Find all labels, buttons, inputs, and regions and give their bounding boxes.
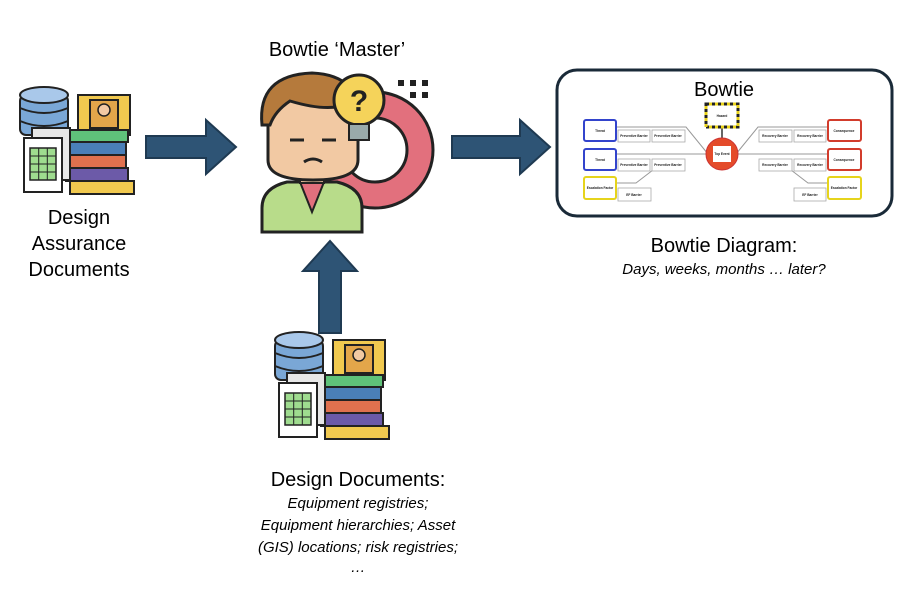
left-label-line-2: Assurance: [32, 233, 127, 255]
mini-preventive-3: Preventive Barrier: [620, 163, 648, 167]
mini-preventive-4: Preventive Barrier: [654, 163, 682, 167]
mini-preventive-2: Preventive Barrier: [654, 134, 682, 138]
bottom-line-1: Equipment registries;: [288, 495, 429, 512]
bottom-line-4: …: [351, 559, 366, 576]
left-label-line-3: Documents: [28, 259, 129, 281]
documents-stack-icon: [19, 86, 135, 195]
mini-top-event: Top Event: [714, 152, 730, 156]
bowtie-subcaption: Days, weeks, months … later?: [622, 261, 826, 278]
mini-consequence-2: Consequence: [834, 158, 855, 162]
bottom-title: Design Documents:: [271, 469, 446, 491]
mini-threat-1: Threat: [595, 129, 606, 133]
mini-recovery-4: Recovery Barrier: [797, 163, 823, 167]
mini-ef-barrier-left: EF Barrier: [626, 193, 642, 197]
arrow-right-icon: [451, 117, 552, 177]
bottom-line-3: (GIS) locations; risk registries;: [258, 539, 458, 556]
person-thinking-gear-icon: ?: [260, 71, 435, 234]
mini-ef-barrier-right: EF Barrier: [802, 193, 818, 197]
mini-consequence-1: Consequence: [834, 129, 855, 133]
mini-recovery-1: Recovery Barrier: [762, 134, 788, 138]
mini-escalation-left: Escalation Factor: [587, 186, 614, 190]
svg-text:?: ?: [350, 85, 368, 118]
mini-recovery-2: Recovery Barrier: [797, 134, 823, 138]
bottom-line-2: Equipment hierarchies; Asset: [261, 517, 456, 534]
bowtie-diagram-panel: Bowtie Threat Threat Escalation Factor C…: [555, 68, 894, 218]
arrow-right-icon: [145, 117, 238, 177]
left-label-line-1: Design: [48, 207, 110, 229]
center-title: Bowtie ‘Master’: [269, 39, 405, 61]
mini-recovery-3: Recovery Barrier: [762, 163, 788, 167]
mini-escalation-right: Escalation Factor: [831, 186, 858, 190]
bowtie-box-title: Bowtie: [694, 79, 754, 101]
mini-threat-2: Threat: [595, 158, 606, 162]
mini-hazard: Hazard: [717, 114, 728, 118]
bowtie-caption: Bowtie Diagram:: [651, 235, 798, 257]
mini-preventive-1: Preventive Barrier: [620, 134, 648, 138]
documents-stack-icon: [274, 331, 390, 440]
arrow-up-icon: [300, 239, 360, 334]
